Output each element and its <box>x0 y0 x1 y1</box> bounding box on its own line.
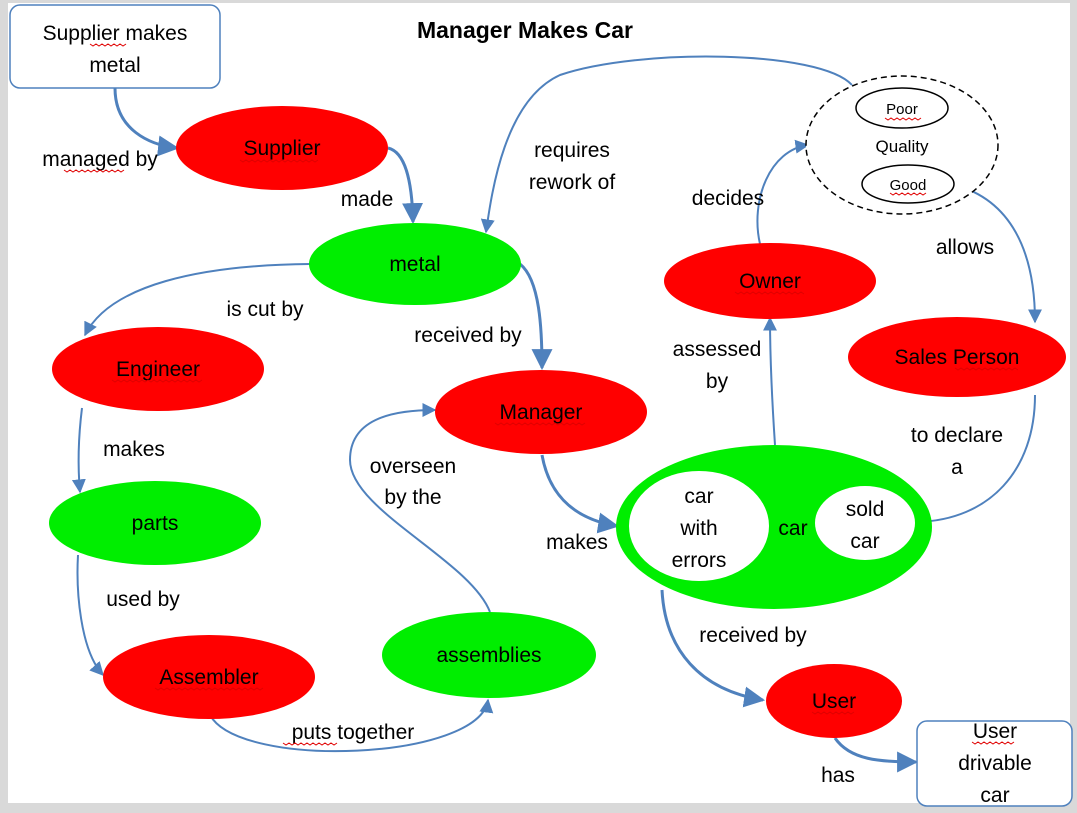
edge-label: a <box>951 456 963 479</box>
node-label: metal <box>389 253 440 276</box>
edge-label: decides <box>692 187 764 210</box>
node-car-with-errors: car with errors <box>629 471 769 581</box>
spellcheck-underlines <box>63 43 1019 746</box>
box-line: metal <box>89 54 140 77</box>
edge-quality-to-metal <box>480 55 853 234</box>
node-label: parts <box>132 512 179 535</box>
edge-parts-to-assembler <box>76 554 104 677</box>
node-sales-person: Sales Person <box>848 317 1066 397</box>
user-drivable-car-box: User drivable car <box>916 720 1073 807</box>
node-label: Supplier <box>243 137 320 160</box>
node-user: User <box>766 664 902 738</box>
edge-sales-person-to-sold-car <box>915 394 1036 529</box>
edge-labels: managed by made requires rework of is cu… <box>42 139 1003 787</box>
edge-label: by <box>706 370 729 393</box>
node-label: with <box>679 517 717 540</box>
edge-manager-to-car <box>540 454 620 534</box>
node-owner: Owner <box>664 243 876 319</box>
diagram-title: Manager Makes Car <box>417 17 633 43</box>
edge-metal-to-engineer <box>84 263 311 337</box>
edge-label: rework of <box>529 171 616 194</box>
edge-label: received by <box>414 324 522 347</box>
edge-label: made <box>341 188 394 211</box>
node-label: Manager <box>500 401 583 424</box>
edge-assembler-to-assemblies <box>209 698 494 753</box>
node-label: errors <box>672 549 727 572</box>
edge-car-to-user <box>660 589 766 708</box>
edge-assemblies-to-manager <box>348 403 491 613</box>
connectors <box>71 55 1042 773</box>
node-manager: Manager <box>435 370 647 454</box>
edge-owner-to-quality <box>756 139 810 245</box>
edge-label: managed by <box>42 148 158 171</box>
edge-label: has <box>821 764 855 787</box>
edge-label: overseen <box>370 455 456 478</box>
node-label: User <box>812 690 856 713</box>
node-label: Engineer <box>116 358 200 381</box>
node-good: Good <box>861 164 955 204</box>
edge-label: puts together <box>292 721 415 744</box>
node-supplier: Supplier <box>176 106 388 190</box>
box-line: drivable <box>958 752 1032 775</box>
node-engineer: Engineer <box>52 327 264 411</box>
node-label: Assembler <box>159 666 258 689</box>
box-line: User <box>973 720 1017 743</box>
edge-label: by the <box>384 486 441 509</box>
node-label: car <box>850 530 879 553</box>
box-line: Supplier makes <box>43 22 188 45</box>
edge-label: to declare <box>911 424 1003 447</box>
node-assemblies: assemblies <box>382 612 596 698</box>
node-parts: parts <box>49 481 261 565</box>
node-label: Sales Person <box>895 346 1020 369</box>
edge-label: makes <box>546 531 608 554</box>
edge-user-to-drivable-car <box>833 737 919 773</box>
node-label: car <box>684 485 713 508</box>
node-poor: Poor <box>855 87 949 129</box>
node-metal: metal <box>309 223 521 305</box>
node-label: Good <box>890 177 927 194</box>
edge-label: allows <box>936 236 994 259</box>
node-label: Quality <box>876 137 929 156</box>
edge-supplier-to-metal <box>387 146 424 225</box>
edge-label: used by <box>106 588 180 611</box>
supplier-makes-metal-box: Supplier makes metal <box>9 4 221 89</box>
edge-supplier-box-to-supplier <box>113 87 180 157</box>
edge-label: is cut by <box>226 298 304 321</box>
node-label: sold <box>846 498 885 521</box>
edge-label: assessed <box>673 338 762 361</box>
edge-car-to-owner <box>763 316 778 446</box>
edge-label: received by <box>699 624 807 647</box>
box-line: car <box>980 784 1009 807</box>
node-label: Owner <box>739 270 801 293</box>
node-assembler: Assembler <box>103 635 315 719</box>
node-label: car <box>778 517 807 540</box>
node-label: assemblies <box>436 644 541 667</box>
node-sold-car: sold car <box>815 486 915 560</box>
edge-label: makes <box>103 438 165 461</box>
edge-label: requires <box>534 139 610 162</box>
node-label: Poor <box>886 101 918 118</box>
edge-engineer-to-parts <box>71 407 86 494</box>
edge-metal-to-manager <box>518 262 553 371</box>
